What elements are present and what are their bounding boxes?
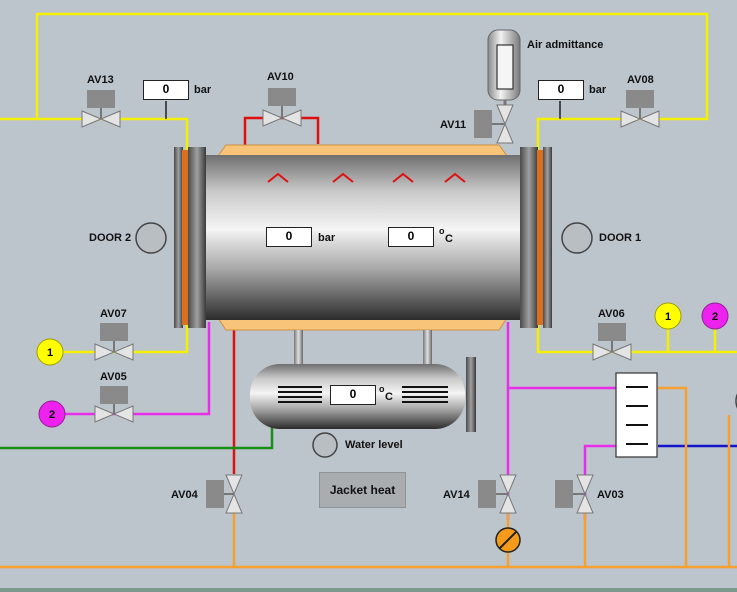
valve-av14[interactable] [478,474,517,514]
valve-av06[interactable] [592,323,632,361]
chamber-pressure-unit: bar [318,232,336,244]
green-pipe [0,422,274,450]
right-pressure-value[interactable]: 0 [538,80,584,100]
chamber-temperature-unit-degree: o [439,226,445,236]
valve-av10[interactable] [262,88,302,127]
right-pressure-unit: bar [589,84,607,96]
connector-1-left[interactable]: 1 [36,338,64,366]
valve-label-av03: AV03 [597,489,624,501]
connector-2-right[interactable]: 2 [701,302,729,330]
heat-exchanger-panel [615,372,658,458]
valve-label-av13: AV13 [87,74,114,86]
red-pipe-av10 [243,116,320,144]
valve-av05[interactable] [94,386,134,423]
valve-label-av04: AV04 [171,489,198,501]
door-2-label: DOOR 2 [89,232,132,244]
svg-text:2: 2 [49,409,55,421]
jacket-heat-button[interactable]: Jacket heat [319,472,406,508]
valve-label-av06: AV06 [598,308,625,320]
chamber-temperature-unit: C [445,233,453,245]
valve-label-av11: AV11 [440,119,467,131]
valve-av08[interactable] [620,90,660,128]
jacket-temperature-unit: C [385,391,393,403]
chamber-temperature-value[interactable]: 0 [388,227,434,247]
water-level-label: Water level [345,439,403,451]
jacket-temperature-value[interactable]: 0 [330,385,376,405]
heating-element-icon [267,172,466,183]
valve-av03[interactable] [555,474,594,514]
connector-1-right[interactable]: 1 [654,302,682,330]
svg-text:1: 1 [665,311,671,323]
magenta-pipe-av05 [52,322,211,416]
jacket-temperature-unit-degree: o [379,384,385,394]
air-admittance-label: Air admittance [527,39,604,51]
valve-label-av05: AV05 [100,371,127,383]
water-level-indicator [312,432,338,458]
door-2-indicator [135,222,167,254]
valve-label-av10: AV10 [267,71,294,83]
bottom-strip [0,588,737,592]
valve-label-av07: AV07 [100,308,127,320]
connector-2-left[interactable]: 2 [38,400,66,428]
valve-av04[interactable] [206,474,243,514]
yellow-pipe-av06 [536,322,737,354]
autoclave-vessel [174,144,552,331]
pump-icon[interactable] [495,527,521,553]
door-1-label: DOOR 1 [599,232,642,244]
vessel-support-left [294,330,303,365]
vessel-support-right [423,330,432,365]
valve-av07[interactable] [94,323,134,361]
left-pressure-value[interactable]: 0 [143,80,189,100]
svg-text:1: 1 [47,347,53,359]
door-1-indicator [561,222,593,254]
left-pressure-unit: bar [194,84,212,96]
svg-text:2: 2 [712,311,718,323]
valve-av13[interactable] [81,90,121,128]
orange-pipe-panel [658,386,688,567]
air-admittance-filter [487,29,521,110]
chamber-pressure-value[interactable]: 0 [266,227,312,247]
valve-label-av14: AV14 [443,489,470,501]
valve-label-av08: AV08 [627,74,654,86]
valve-av11[interactable] [474,104,514,144]
